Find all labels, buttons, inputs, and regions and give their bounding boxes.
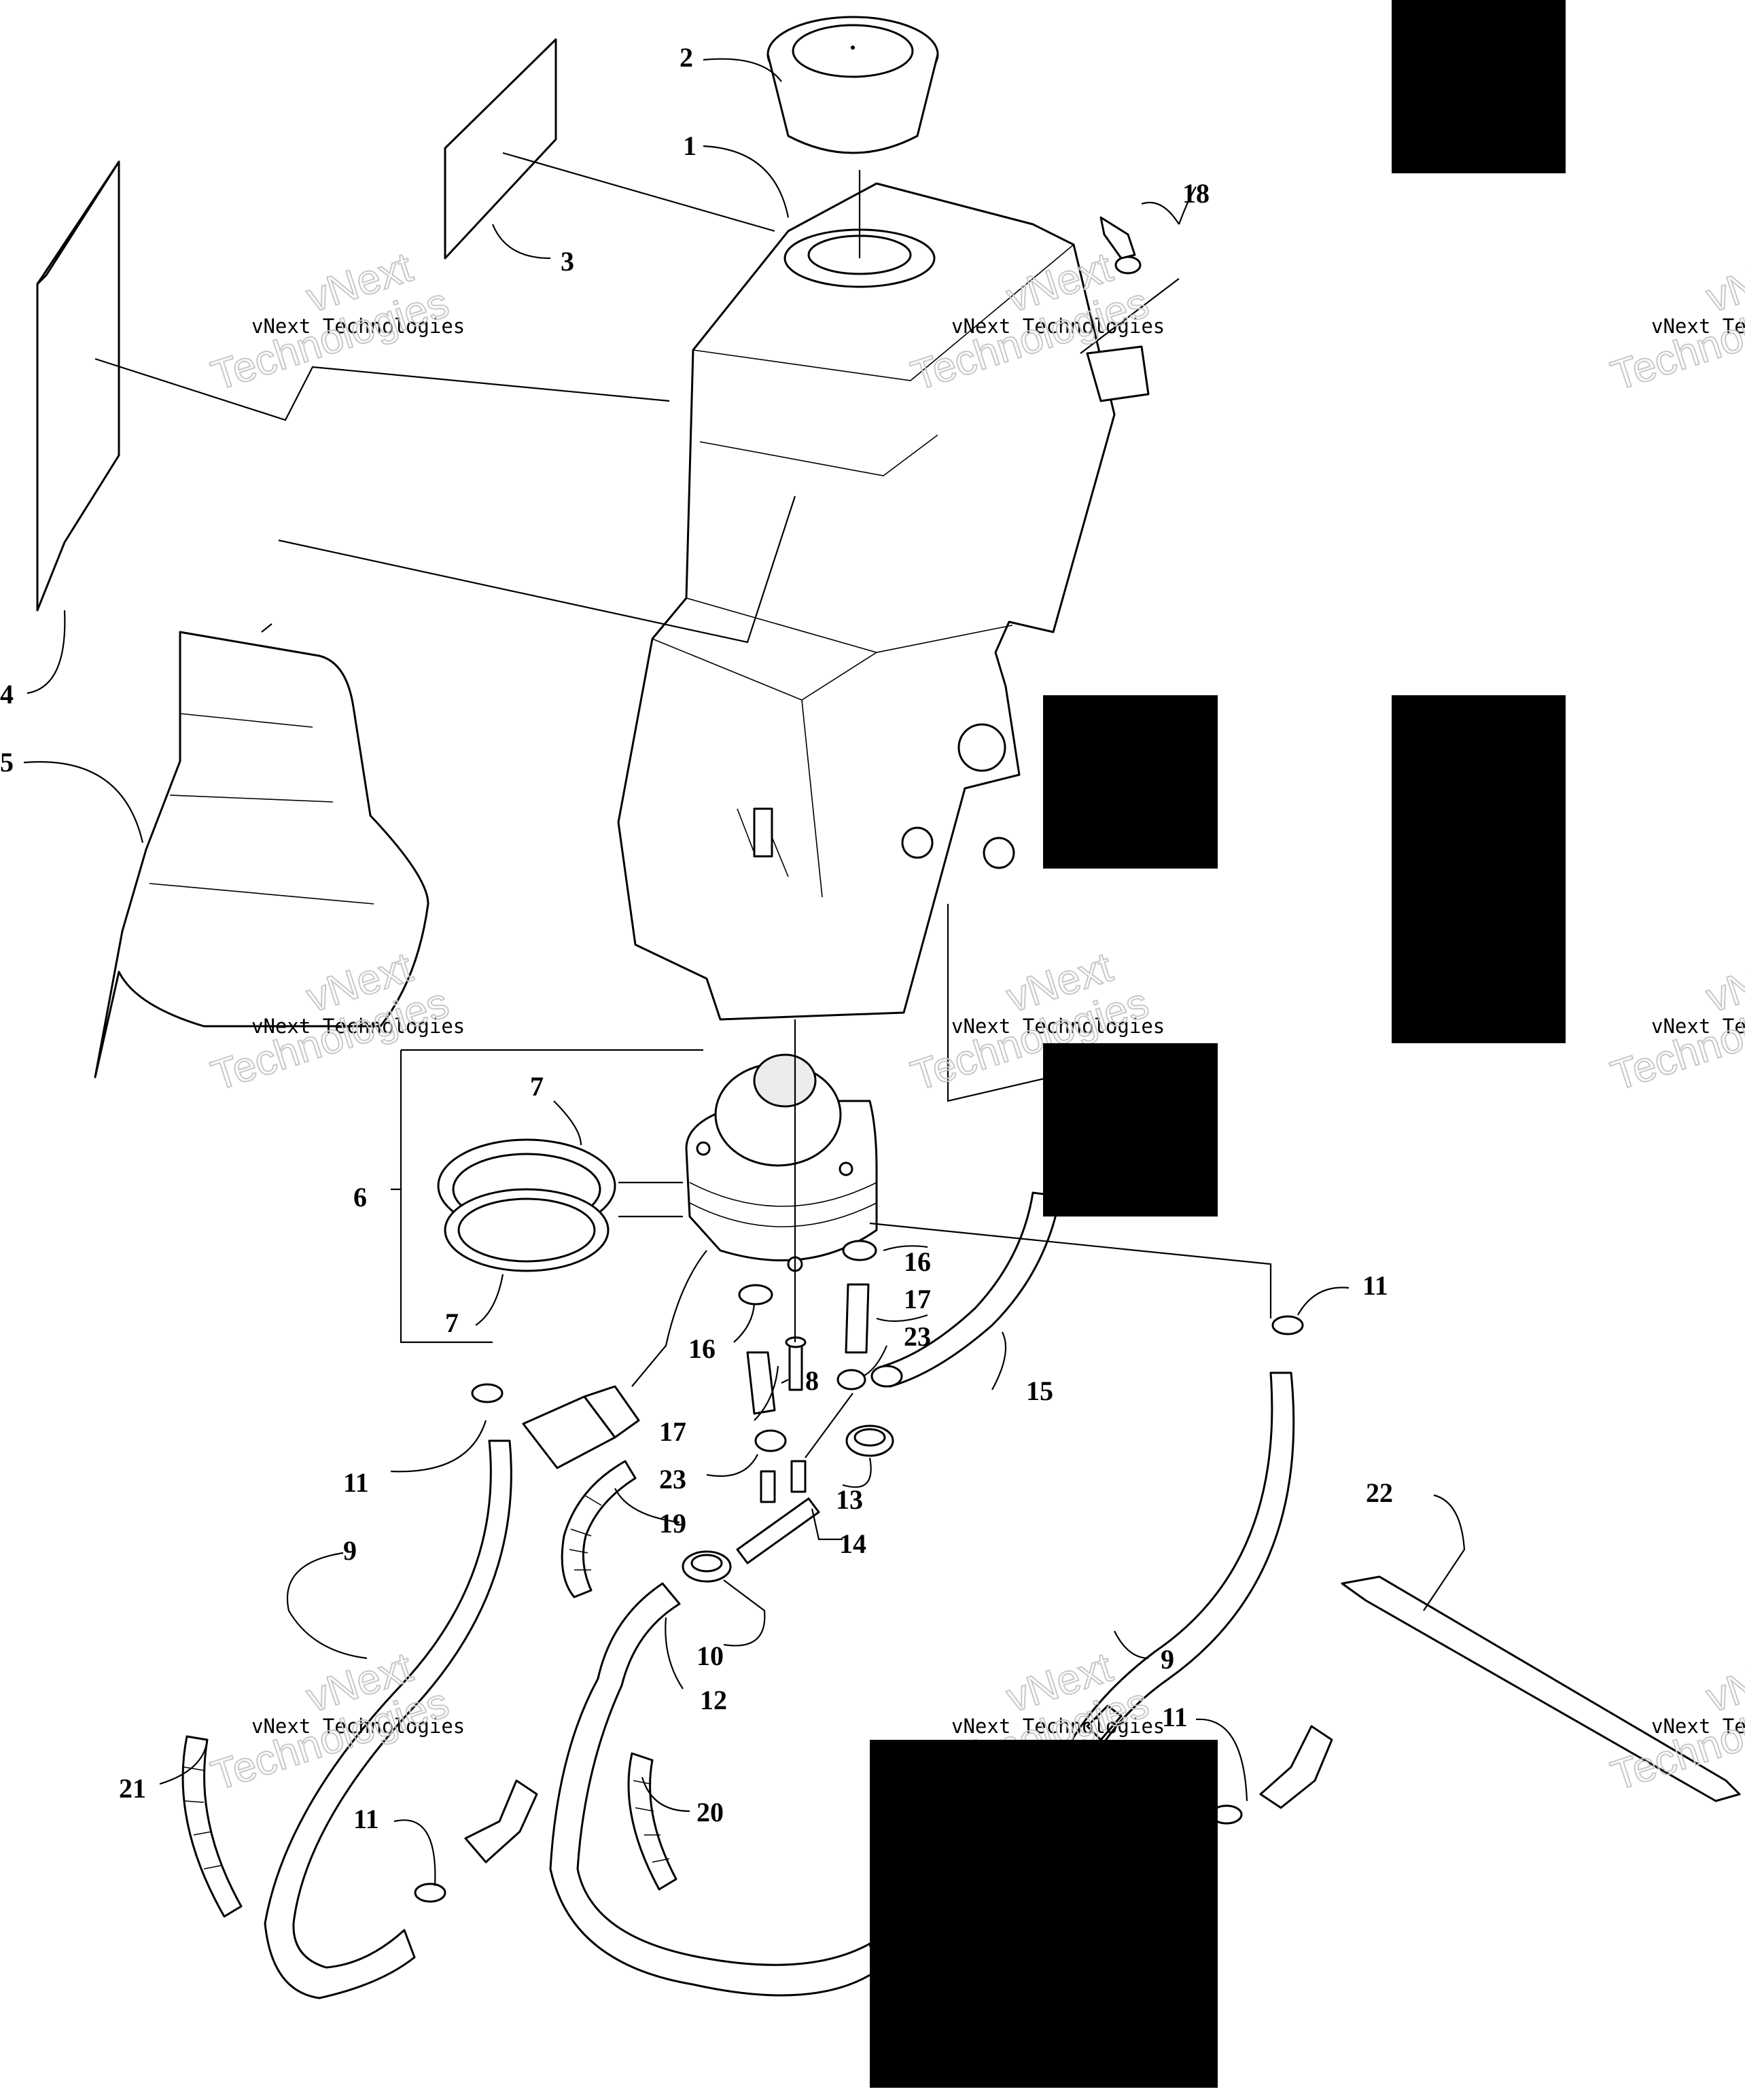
watermark-3-line2: vNext bbox=[1701, 244, 1745, 322]
watermark-1-line1: vNext Technologies bbox=[251, 315, 465, 338]
callout-20: 20 bbox=[697, 1797, 724, 1827]
callout-9-left: 9 bbox=[343, 1535, 357, 1566]
redaction-block bbox=[1043, 695, 1218, 869]
watermark-3: vNext Technologies vNext Technologies bbox=[1605, 243, 1745, 401]
o-ring-7 bbox=[437, 1138, 616, 1272]
callout-14: 14 bbox=[839, 1528, 866, 1559]
watermark-4-line1: vNext Technologies bbox=[251, 1015, 465, 1038]
callout-4: 4 bbox=[0, 679, 14, 710]
callout-22: 22 bbox=[1366, 1477, 1393, 1508]
watermark-2-line1: vNext Technologies bbox=[951, 315, 1165, 338]
redaction-block bbox=[1392, 695, 1566, 1043]
clamp-16 bbox=[738, 1240, 877, 1306]
callout-9-right: 9 bbox=[1161, 1644, 1174, 1675]
callout-3: 3 bbox=[561, 246, 574, 277]
watermark-9-line1: vNext Technologies bbox=[1651, 1715, 1745, 1738]
callout-11-a: 11 bbox=[343, 1467, 369, 1498]
clamp-23 bbox=[754, 1369, 866, 1452]
callout-13: 13 bbox=[836, 1484, 863, 1515]
redaction-block bbox=[1392, 0, 1566, 173]
watermark-3-line1: vNext Technologies bbox=[1651, 315, 1745, 338]
leader-lines bbox=[23, 58, 1466, 1887]
callout-11-d: 11 bbox=[1162, 1702, 1188, 1732]
callout-2: 2 bbox=[680, 42, 693, 73]
fill-cap-2 bbox=[766, 16, 939, 154]
callout-18: 18 bbox=[1182, 178, 1210, 209]
cable-tie-22 bbox=[1341, 1575, 1741, 1802]
corrugated-tube-20 bbox=[627, 1752, 677, 1891]
callout-21: 21 bbox=[119, 1773, 146, 1804]
clamp-11 bbox=[414, 1315, 1304, 1903]
redaction-block bbox=[870, 1740, 1218, 2088]
corrugated-tube-19 bbox=[561, 1460, 637, 1598]
oil-pump-assembly-6 bbox=[631, 1053, 878, 1387]
redaction-block bbox=[1043, 1043, 1218, 1217]
callout-7-bottom: 7 bbox=[445, 1308, 459, 1338]
heat-shield-5 bbox=[94, 631, 429, 1079]
callout-7-top: 7 bbox=[530, 1071, 544, 1102]
callout-8: 8 bbox=[805, 1365, 819, 1396]
decal-4 bbox=[36, 160, 120, 612]
hose-17 bbox=[746, 1283, 870, 1415]
callout-15: 15 bbox=[1026, 1376, 1053, 1406]
callout-5: 5 bbox=[0, 747, 14, 777]
clamp-13 bbox=[845, 1424, 894, 1457]
watermark-1: vNext Technologies vNext Technologies bbox=[205, 243, 465, 401]
clamp-10 bbox=[682, 1550, 732, 1583]
callout-10: 10 bbox=[697, 1641, 724, 1671]
callout-12: 12 bbox=[700, 1685, 727, 1715]
rivet-18 bbox=[1099, 216, 1136, 260]
watermark-9-line2: vNext bbox=[1701, 1644, 1745, 1722]
callout-17-right: 17 bbox=[904, 1284, 931, 1314]
callout-11-b: 11 bbox=[1362, 1270, 1388, 1301]
oil-reservoir-tank-1 bbox=[617, 182, 1150, 1021]
watermark-7-line1: vNext Technologies bbox=[251, 1715, 465, 1738]
barb-fitting bbox=[464, 1704, 1333, 1863]
watermark-6-line1: vNext Technologies bbox=[1651, 1015, 1745, 1038]
hose-9-left bbox=[264, 1439, 512, 1999]
callout-11-c: 11 bbox=[353, 1804, 379, 1834]
callout-17-left: 17 bbox=[659, 1416, 686, 1447]
watermark-6-line2: vNext bbox=[1701, 944, 1745, 1022]
decal-3 bbox=[444, 38, 557, 260]
redaction-blocks bbox=[870, 0, 1566, 2088]
watermark-6: vNext Technologies vNext Technologies bbox=[1605, 943, 1745, 1101]
callout-1: 1 bbox=[683, 130, 697, 161]
watermark-5-line1: vNext Technologies bbox=[951, 1015, 1165, 1038]
callout-23-left: 23 bbox=[659, 1464, 686, 1494]
electrical-connector bbox=[522, 1385, 640, 1469]
callout-6: 6 bbox=[353, 1182, 367, 1212]
callout-19: 19 bbox=[659, 1508, 686, 1539]
callout-16-left: 16 bbox=[688, 1333, 716, 1364]
callout-16-right: 16 bbox=[904, 1246, 931, 1277]
screw-8 bbox=[785, 1336, 807, 1391]
tee-fitting-14 bbox=[736, 1460, 820, 1564]
watermark-8-line1: vNext Technologies bbox=[951, 1715, 1165, 1738]
hose-15 bbox=[870, 1191, 1061, 1388]
callout-labels: 1 2 3 4 5 6 7 7 8 9 9 10 11 11 11 11 12 … bbox=[0, 42, 1393, 1834]
callout-23-right: 23 bbox=[904, 1321, 931, 1352]
corrugated-tube-21 bbox=[181, 1735, 243, 1918]
